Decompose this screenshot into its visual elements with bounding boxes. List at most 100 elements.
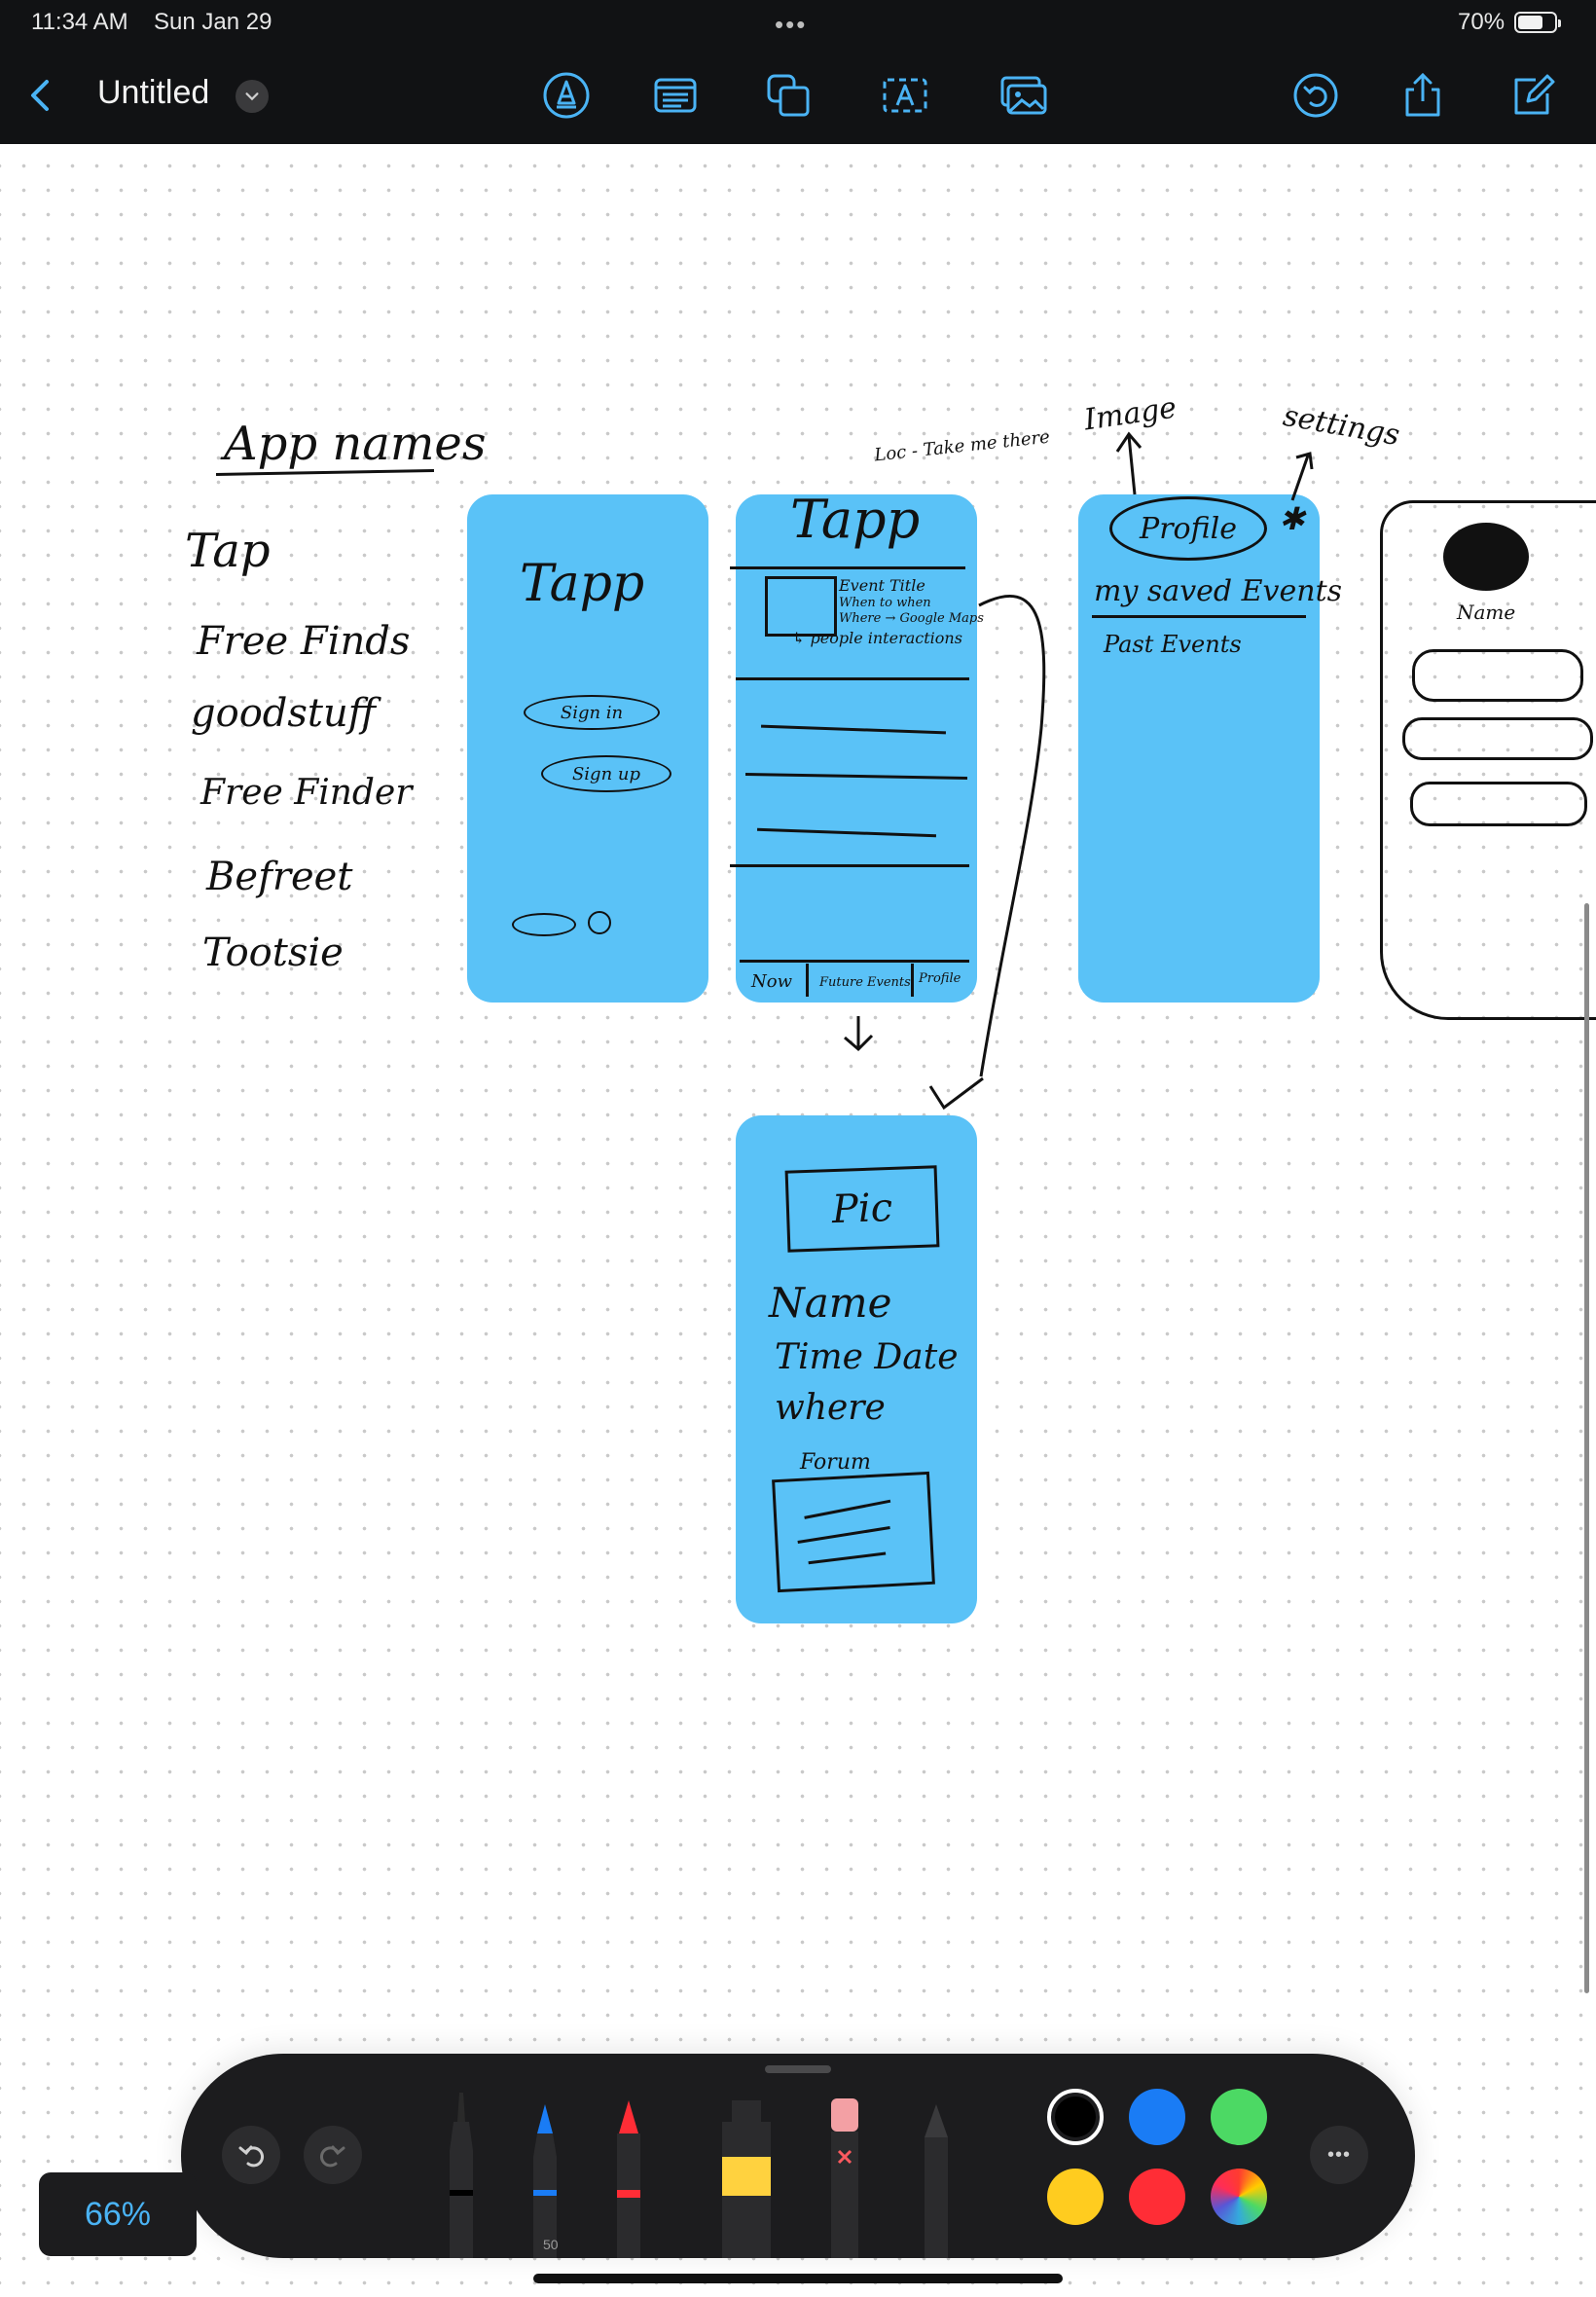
drawing-tool-tray: 50 ••• — [181, 2054, 1415, 2258]
battery-percentage: 70% — [1458, 9, 1505, 35]
sign-up-button[interactable]: Sign up — [541, 755, 671, 792]
tab-profile[interactable]: Profile — [919, 971, 961, 986]
pen-tool-selected[interactable] — [524, 2104, 566, 2258]
undo-history-button[interactable] — [1288, 68, 1343, 123]
home-indicator[interactable] — [533, 2274, 1063, 2283]
list-divider — [736, 677, 969, 680]
color-picker-wheel[interactable] — [1211, 2169, 1267, 2225]
text-box-button[interactable] — [648, 68, 703, 123]
ruler-pattern-tool[interactable] — [917, 2104, 956, 2258]
tab-now[interactable]: Now — [751, 971, 792, 992]
forum-label: Forum — [800, 1450, 871, 1475]
markup-pen-button[interactable] — [539, 68, 594, 123]
status-time: 11:34 AM — [31, 9, 128, 35]
title-menu-button[interactable] — [236, 80, 269, 113]
forum-line — [808, 1551, 887, 1565]
status-bar: 11:34 AM Sun Jan 29 ••• 70% — [0, 0, 1596, 47]
app-names-heading: App names — [224, 417, 487, 471]
compose-icon — [1514, 74, 1555, 115]
tray-grabber[interactable] — [765, 2065, 831, 2073]
text-button[interactable] — [878, 68, 932, 123]
color-swatch-black-selected[interactable] — [1047, 2089, 1104, 2145]
settings-gear-icon[interactable]: ✱ — [1279, 500, 1305, 537]
share-button[interactable] — [1396, 68, 1450, 123]
redo-icon — [320, 2145, 345, 2168]
detail-time-date: Time Date — [775, 1337, 959, 1377]
account-field — [1412, 649, 1583, 702]
chevron-down-icon — [245, 92, 259, 101]
chevron-left-icon — [31, 80, 49, 111]
forum-line — [797, 1526, 890, 1545]
app-toolbar: Untitled — [0, 47, 1596, 144]
multitasking-dots-icon[interactable]: ••• — [775, 10, 808, 39]
share-icon — [1405, 72, 1440, 117]
detail-where: where — [775, 1388, 886, 1428]
saved-underline — [1092, 615, 1306, 618]
saved-events-link[interactable]: my saved Events — [1094, 574, 1343, 608]
social-login-scribble — [512, 913, 576, 936]
status-date: Sun Jan 29 — [154, 9, 272, 35]
avatar-scribble — [1443, 523, 1529, 591]
zoom-level-indicator[interactable]: 66% — [39, 2172, 197, 2256]
app-name-item: Free Finds — [197, 619, 411, 664]
color-swatch-red[interactable] — [1129, 2169, 1185, 2225]
undo-circle-icon — [1293, 73, 1338, 118]
new-board-button[interactable] — [1505, 68, 1559, 123]
sketch-screen-feed[interactable]: Tapp Event Title When to when Where → Go… — [730, 489, 984, 1003]
sketch-arrows — [844, 431, 1314, 1111]
color-swatch-yellow[interactable] — [1047, 2169, 1104, 2225]
pic-label: Pic — [831, 1185, 893, 1233]
tab-separator — [911, 964, 914, 997]
forum-box[interactable] — [772, 1471, 935, 1593]
text-frame-icon — [883, 78, 927, 113]
more-tools-button[interactable]: ••• — [1310, 2126, 1368, 2184]
freeform-canvas[interactable]: App names Tap Free Finds goodstuff Free … — [0, 144, 1596, 2297]
battery-fill — [1518, 16, 1543, 29]
document-title[interactable]: Untitled — [97, 74, 210, 111]
event-when: When to when — [839, 596, 931, 610]
sketch-screen-account: Name — [1380, 500, 1596, 1020]
color-swatch-green[interactable] — [1211, 2089, 1267, 2145]
sign-in-label: Sign in — [560, 702, 624, 723]
fineliner-pen-tool[interactable] — [440, 2093, 483, 2258]
color-swatch-blue[interactable] — [1129, 2089, 1185, 2145]
app-name-item: Befreet — [206, 855, 353, 899]
event-people: ↳ people interactions — [792, 629, 962, 647]
back-button[interactable] — [14, 68, 68, 123]
paint-tube-tool[interactable] — [718, 2100, 775, 2258]
event-thumbnail — [765, 576, 837, 637]
profile-label: Profile — [1140, 511, 1237, 546]
undo-button[interactable] — [222, 2126, 280, 2184]
vertical-scrollbar[interactable] — [1584, 903, 1589, 1993]
account-name: Name — [1457, 601, 1516, 624]
apple-login-icon — [588, 911, 611, 934]
sign-in-button[interactable]: Sign in — [524, 695, 660, 730]
crayon-tool[interactable] — [607, 2100, 650, 2258]
shapes-button[interactable] — [761, 68, 816, 123]
header-divider — [730, 566, 965, 569]
past-events-link[interactable]: Past Events — [1104, 631, 1242, 658]
sketch-screen-profile[interactable]: Profile ✱ my saved Events Past Events — [1078, 494, 1342, 1003]
detail-name: Name — [769, 1279, 892, 1327]
sketch-screen-login[interactable]: Tapp Sign in Sign up — [467, 494, 708, 1003]
insert-media-button[interactable] — [997, 68, 1051, 123]
photo-gallery-icon — [1000, 76, 1047, 115]
account-field — [1402, 717, 1593, 760]
event-picture-placeholder: Pic — [784, 1165, 940, 1253]
screen-title: Tapp — [520, 555, 645, 613]
tab-future-events[interactable]: Future Events — [819, 975, 911, 990]
sketch-screen-event-detail[interactable]: Pic Name Time Date where Forum — [736, 1115, 977, 1623]
note-lines-icon — [654, 78, 697, 113]
shapes-icon — [767, 74, 810, 117]
event-title: Event Title — [839, 576, 925, 595]
undo-icon — [238, 2145, 264, 2168]
forum-line — [804, 1499, 891, 1519]
app-name-item: Tootsie — [202, 930, 344, 975]
eraser-tool[interactable] — [823, 2098, 866, 2258]
app-name-item: Tap — [185, 524, 271, 578]
tabbar-divider — [740, 960, 969, 963]
redo-button[interactable] — [304, 2126, 362, 2184]
sign-up-label: Sign up — [571, 763, 641, 784]
profile-image-placeholder: Profile — [1109, 496, 1267, 561]
pen-size-label: 50 — [543, 2237, 559, 2252]
